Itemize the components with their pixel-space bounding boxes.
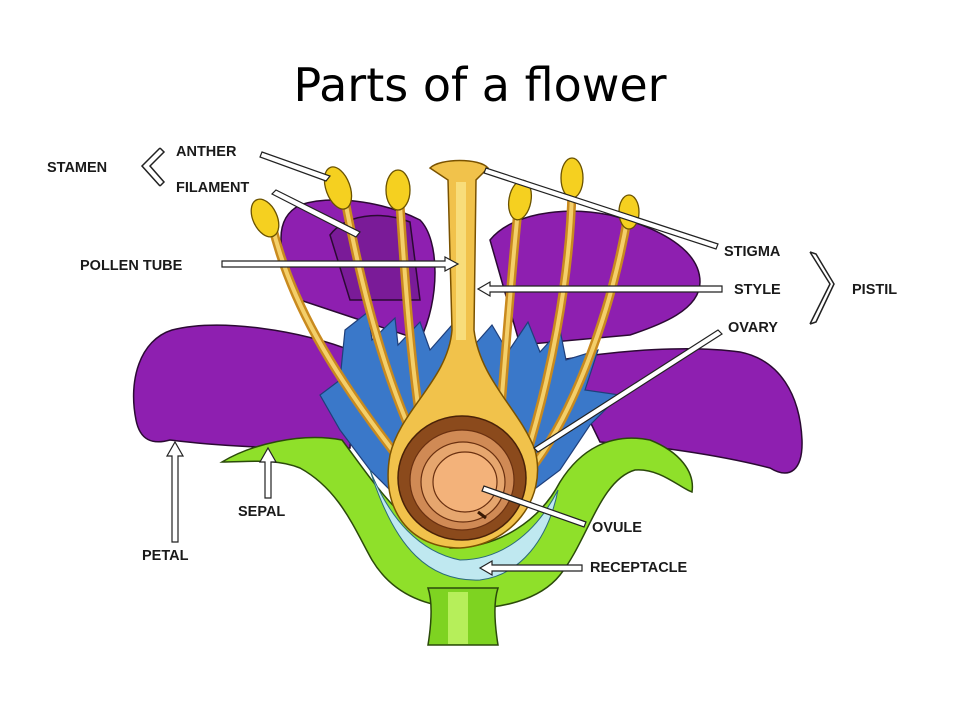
labels: STAMEN ANTHER FILAMENT POLLEN TUBE STIGM…	[47, 144, 897, 576]
label-anther: ANTHER	[176, 144, 237, 160]
filament-highlight-5	[523, 188, 574, 462]
brackets	[140, 147, 835, 325]
label-filament: FILAMENT	[176, 180, 249, 196]
sepal-pointer	[258, 446, 278, 499]
anther-5	[560, 157, 584, 199]
anther-pointer	[259, 151, 331, 182]
label-receptacle: RECEPTACLE	[590, 560, 688, 576]
style-pointer	[476, 280, 723, 298]
anther-2	[323, 166, 353, 210]
petal-pointer	[165, 440, 185, 543]
ovary-pointer	[533, 329, 723, 453]
receptacle-pointer	[478, 559, 583, 577]
label-stamen: STAMEN	[47, 160, 107, 176]
pollen-tube-pointer	[221, 255, 460, 273]
petals	[132, 199, 803, 474]
anthers	[250, 157, 640, 238]
slide-title: Parts of a flower	[293, 58, 667, 112]
label-pollen-tube: POLLEN TUBE	[80, 258, 183, 274]
label-sepal: SEPAL	[238, 504, 285, 520]
label-stigma: STIGMA	[724, 244, 781, 260]
filament-highlight-6	[528, 213, 630, 472]
micropyle	[477, 510, 487, 520]
label-ovary: OVARY	[728, 320, 778, 336]
leader-lines	[165, 151, 723, 577]
label-style: STYLE	[734, 282, 781, 298]
filament-highlight-1	[270, 223, 402, 462]
stem-highlight	[448, 592, 468, 644]
anther-3	[385, 169, 411, 211]
pistil-bracket	[809, 251, 835, 325]
label-ovule: OVULE	[592, 520, 642, 536]
ovule-shape	[432, 451, 498, 513]
anther-1	[250, 198, 280, 238]
petal-left	[132, 324, 356, 450]
stamen-bracket	[140, 147, 166, 187]
label-pistil: PISTIL	[852, 282, 897, 298]
style-highlight	[456, 182, 466, 340]
receptacle-shape	[369, 469, 559, 581]
filament-pointer	[270, 189, 361, 238]
filament-highlight-3	[398, 203, 422, 422]
label-petal: PETAL	[142, 548, 189, 564]
petal-upper-right	[489, 210, 701, 346]
stigma-pointer	[483, 167, 719, 250]
ovule-pointer	[481, 485, 587, 528]
